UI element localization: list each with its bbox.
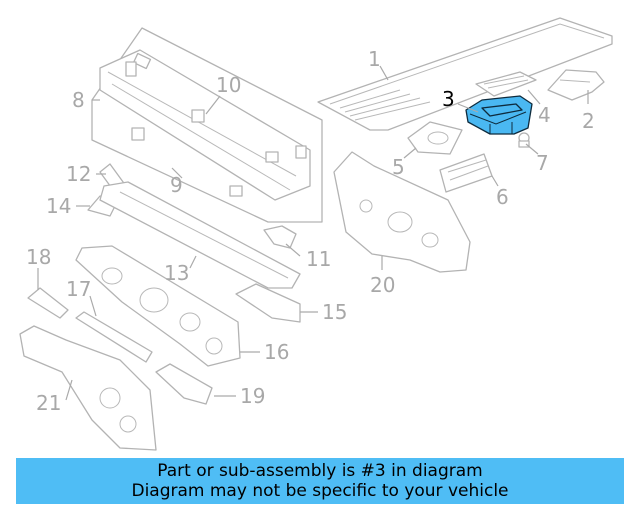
callout-5: 5 bbox=[392, 155, 405, 179]
callout-13: 13 bbox=[164, 261, 189, 285]
part-21-lower-insulator bbox=[19, 325, 157, 451]
callout-7: 7 bbox=[536, 151, 549, 175]
callout-16: 16 bbox=[264, 340, 289, 364]
part-1-cowl-top bbox=[317, 17, 613, 131]
callout-12: 12 bbox=[66, 162, 91, 186]
callout-2: 2 bbox=[582, 109, 595, 133]
callout-14: 14 bbox=[46, 194, 71, 218]
callout-19: 19 bbox=[240, 384, 265, 408]
part-13-crossmember bbox=[99, 181, 301, 289]
part-7-clip bbox=[518, 132, 530, 148]
part-11-bracket bbox=[263, 225, 297, 249]
part-3-highlighted bbox=[465, 95, 533, 135]
part-19-bracket bbox=[155, 363, 213, 405]
callout-8: 8 bbox=[72, 88, 85, 112]
callout-6: 6 bbox=[496, 185, 509, 209]
banner-line-disclaimer: Diagram may not be specific to your vehi… bbox=[131, 481, 509, 501]
callout-20: 20 bbox=[370, 273, 395, 297]
part-6-filter bbox=[439, 153, 493, 193]
part-2-bracket bbox=[547, 69, 605, 101]
part-4-grille bbox=[475, 71, 537, 97]
part-20-dash-panel bbox=[333, 151, 471, 273]
callout-3-highlighted: 3 bbox=[442, 87, 455, 111]
callout-17: 17 bbox=[66, 277, 91, 301]
callout-9: 9 bbox=[170, 173, 183, 197]
part-8-cowl-panel-group bbox=[91, 27, 323, 223]
part-17-strip bbox=[75, 311, 153, 363]
callout-4: 4 bbox=[538, 103, 551, 127]
callout-18: 18 bbox=[26, 245, 51, 269]
callout-11: 11 bbox=[306, 247, 331, 271]
part-15-bracket bbox=[235, 283, 301, 323]
part-18-bracket bbox=[27, 287, 69, 319]
banner-line-part-number: Part or sub-assembly is #3 in diagram bbox=[157, 461, 483, 481]
callout-21: 21 bbox=[36, 391, 61, 415]
callout-labels: 1 2 3 4 5 6 7 8 9 10 11 12 13 14 15 16 1… bbox=[26, 47, 595, 415]
part-16-insulator bbox=[75, 245, 241, 367]
callout-15: 15 bbox=[322, 300, 347, 324]
callout-10: 10 bbox=[216, 73, 241, 97]
callout-1: 1 bbox=[368, 47, 381, 71]
info-banner: Part or sub-assembly is #3 in diagram Di… bbox=[16, 458, 624, 504]
part-5-vent bbox=[407, 121, 463, 155]
leader-lines bbox=[37, 65, 589, 401]
